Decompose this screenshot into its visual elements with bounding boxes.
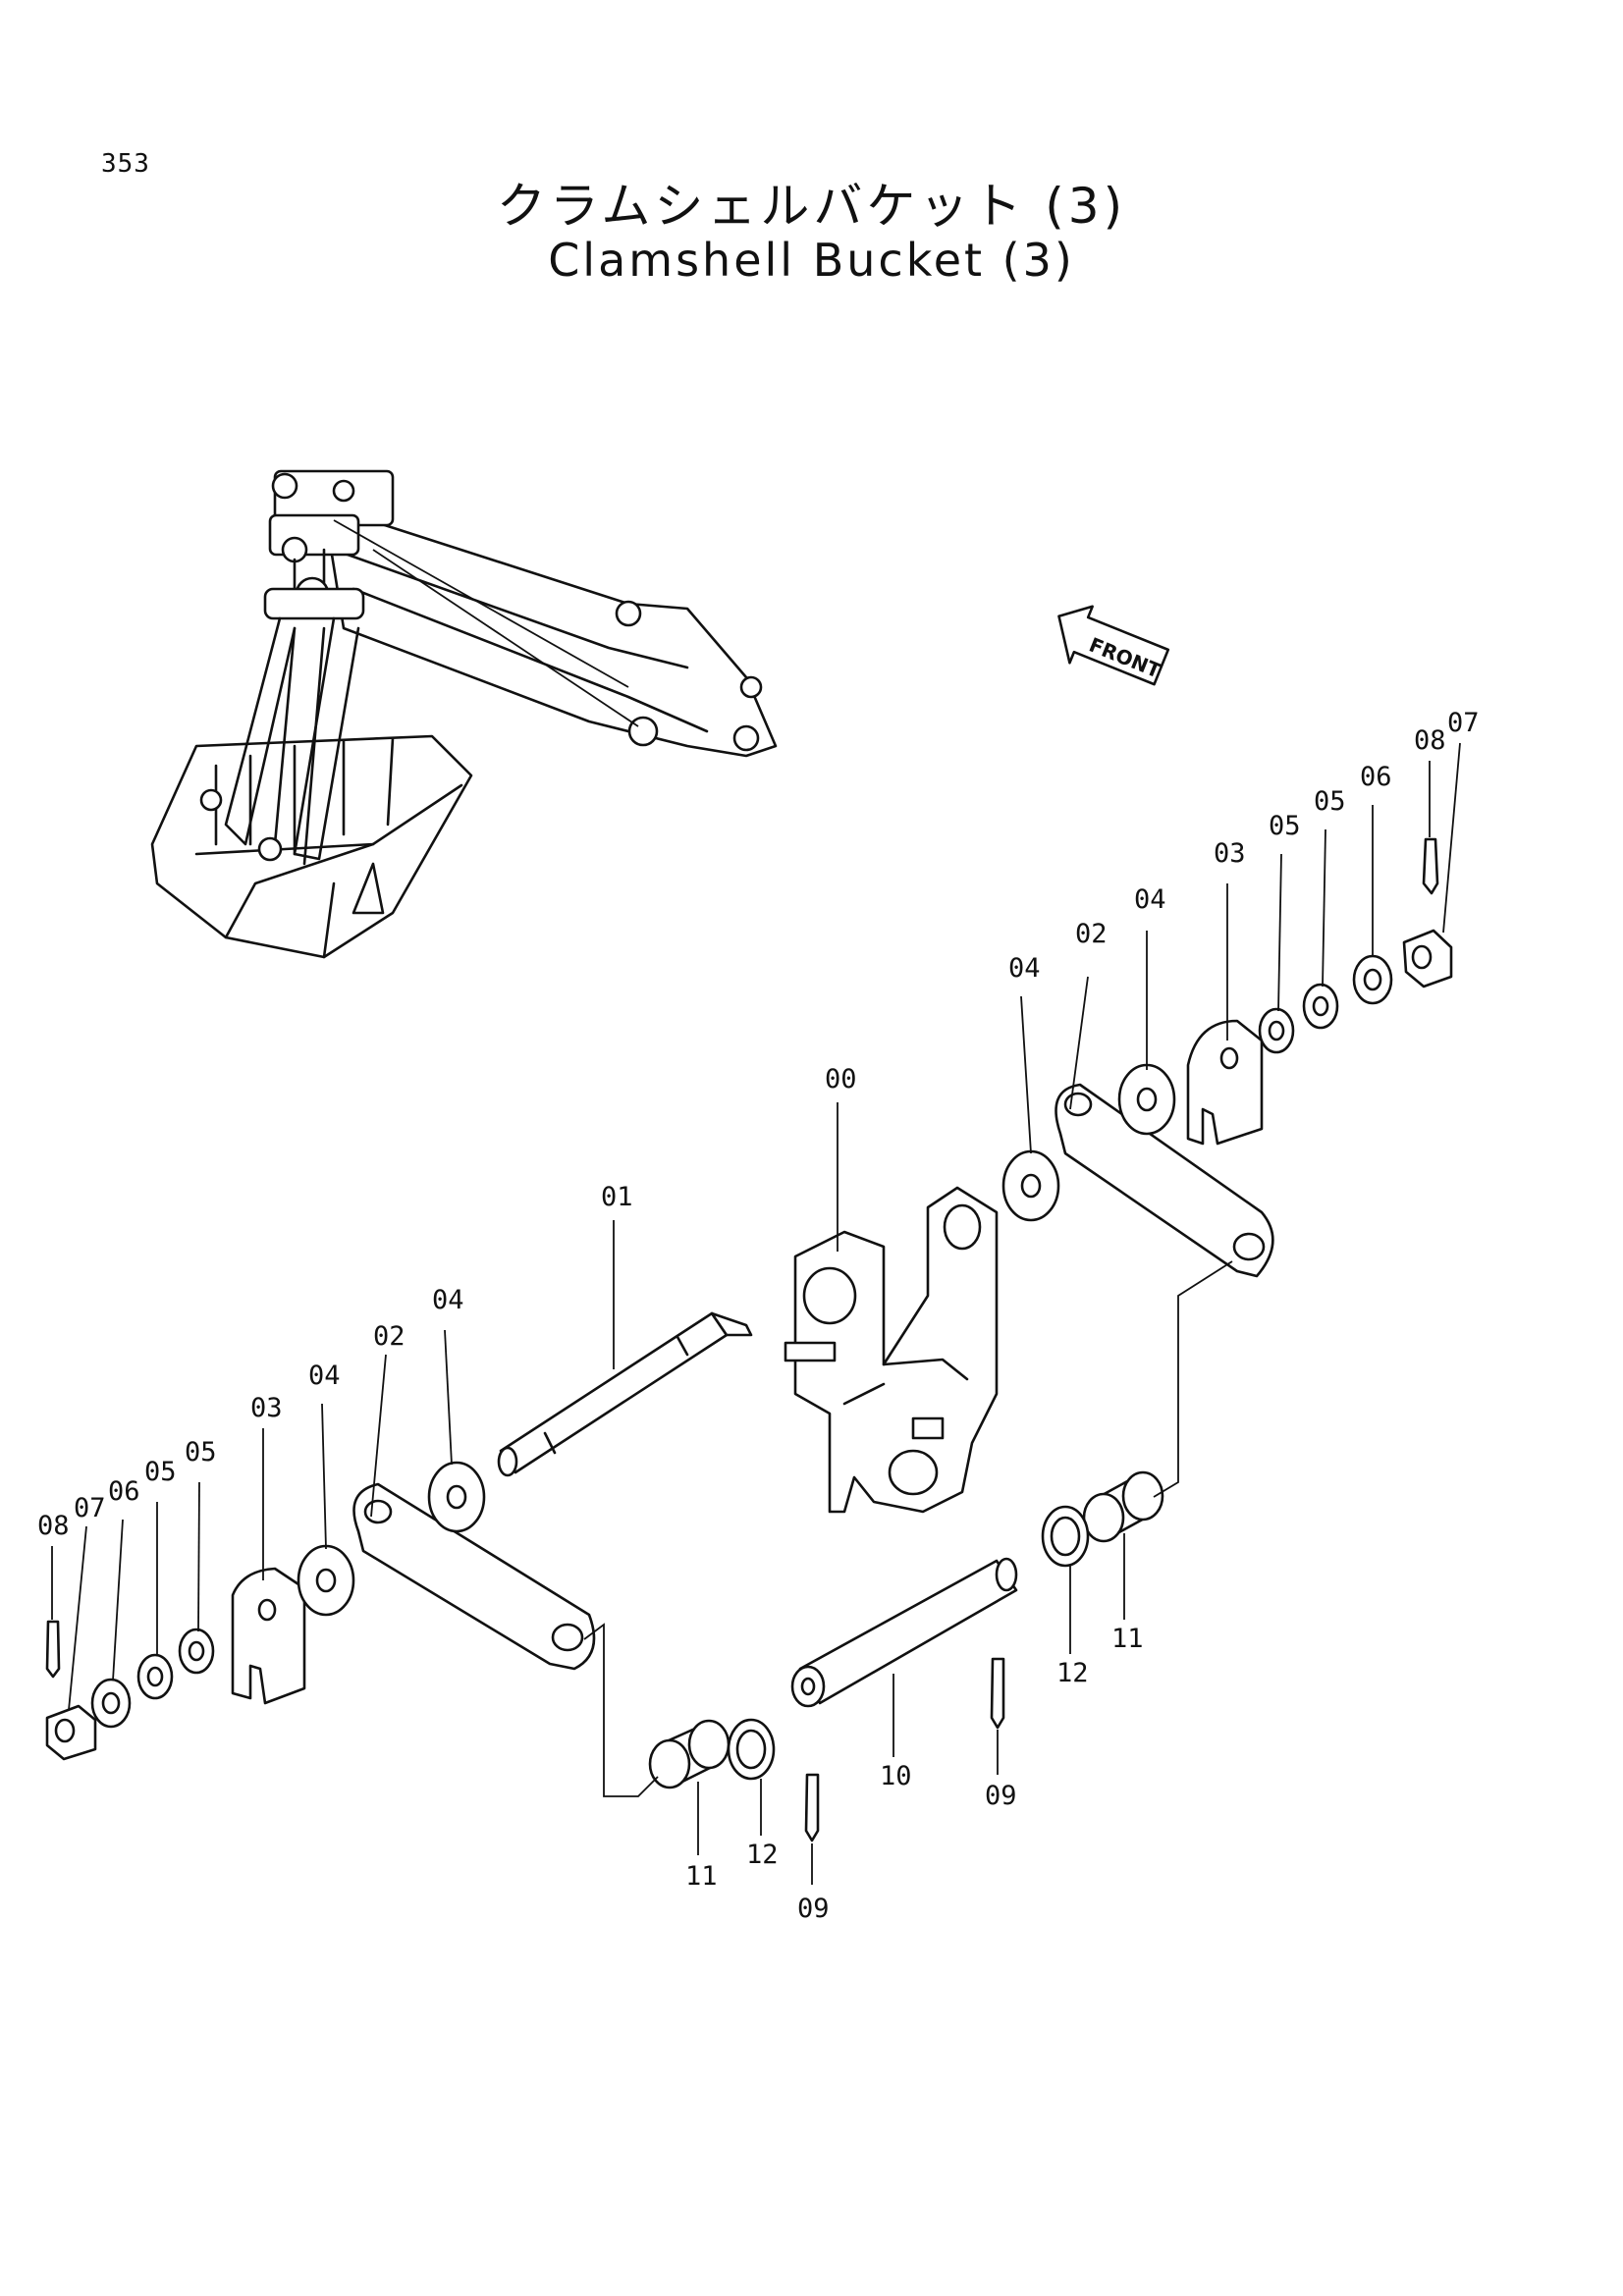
- part-07-castle-nuts: [45, 929, 1453, 1761]
- callout-01: 01: [601, 1182, 633, 1212]
- callout-04-left-a: 04: [432, 1285, 464, 1315]
- assembly-guide-lines: [583, 1260, 1233, 1797]
- page-number: 353: [101, 149, 150, 179]
- part-05-06-washers: [90, 954, 1393, 1729]
- callout-08-right: 08: [1414, 725, 1446, 756]
- callout-07-right: 07: [1447, 708, 1480, 738]
- callout-09-right: 09: [985, 1781, 1017, 1811]
- callout-02-right: 02: [1075, 919, 1108, 949]
- callout-12-left: 12: [746, 1840, 779, 1870]
- part-08-split-pins: [45, 837, 1439, 1679]
- page-title-japanese: クラムシェルバケット (3): [496, 178, 1127, 235]
- part-04-washers: [297, 1063, 1176, 1617]
- callout-12-right: 12: [1056, 1658, 1089, 1688]
- part-12-thrust-washers: [727, 1505, 1090, 1781]
- part-03-plate-right: [1186, 1019, 1264, 1146]
- callout-05-right-a: 05: [1269, 811, 1301, 841]
- callout-02-left: 02: [373, 1321, 406, 1352]
- callout-04-right-a: 04: [1134, 884, 1166, 915]
- callout-04-left-b: 04: [308, 1361, 341, 1391]
- part-00-bracket: [784, 1186, 999, 1514]
- part-03-plate-left: [231, 1567, 306, 1705]
- page-title-english: Clamshell Bucket (3): [548, 234, 1075, 287]
- callout-06-left: 06: [108, 1476, 140, 1507]
- callout-labels: 00 01 02 02 03 03 04 04 04 04 05 05 05 0…: [37, 708, 1480, 1924]
- part-10-pin: [790, 1557, 1018, 1708]
- callout-10: 10: [880, 1761, 912, 1791]
- callout-05-left-b: 05: [144, 1457, 177, 1487]
- callout-05-right-b: 05: [1314, 786, 1346, 817]
- part-02-link-left: [352, 1482, 596, 1671]
- callout-03-right: 03: [1214, 838, 1246, 869]
- callout-05-left-a: 05: [185, 1437, 217, 1468]
- front-direction-arrow: FRONT: [1057, 605, 1170, 686]
- part-02-link-right: [1055, 1083, 1274, 1278]
- callout-11-left: 11: [685, 1861, 718, 1892]
- callout-07-left: 07: [74, 1493, 106, 1523]
- callout-03-left: 03: [250, 1393, 283, 1423]
- callout-04-right-b: 04: [1008, 953, 1041, 984]
- callout-08-left: 08: [37, 1511, 70, 1541]
- callout-11-right: 11: [1111, 1624, 1144, 1654]
- callout-09-left: 09: [797, 1894, 830, 1924]
- machine-overview-illustration: [150, 469, 778, 959]
- part-09-split-pins: [804, 1657, 1005, 1842]
- callout-leader-lines: [51, 742, 1461, 1885]
- callout-00: 00: [825, 1064, 857, 1095]
- part-01-pin: [497, 1311, 753, 1477]
- callout-06-right: 06: [1360, 762, 1392, 792]
